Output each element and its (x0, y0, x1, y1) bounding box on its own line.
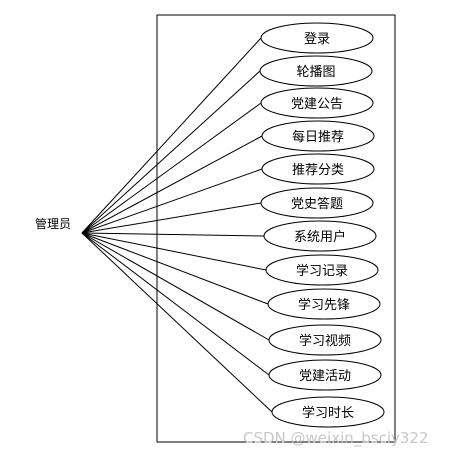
use-case-ellipse (263, 220, 377, 252)
association-line (81, 232, 269, 305)
association-line (81, 202, 262, 234)
association-line (81, 232, 265, 237)
use-case-label: 学习时长 (302, 405, 354, 421)
association-line (81, 135, 263, 234)
use-case-ellipse (267, 288, 381, 320)
use-case-label: 轮播图 (296, 65, 335, 80)
use-case-ellipse (265, 254, 379, 286)
use-case-label: 党建活动 (299, 369, 351, 384)
use-case-ellipse (268, 324, 382, 356)
use-case-label: 党史答题 (291, 196, 343, 212)
system-boundary (156, 14, 396, 443)
association-line (81, 232, 267, 271)
use-case-ellipse (260, 22, 374, 54)
use-case-label: 系统用户 (294, 229, 346, 245)
association-line (81, 232, 273, 413)
use-case-label: 每日推荐 (292, 129, 344, 145)
association-line (81, 37, 262, 234)
association-line (81, 168, 263, 234)
association-line (81, 102, 262, 234)
use-case-label: 学习先锋 (298, 297, 350, 313)
use-case-label: 登录 (304, 32, 330, 47)
use-case-ellipse (268, 359, 382, 391)
use-case-ellipse (261, 153, 375, 185)
actor-label: 管理员 (35, 216, 71, 231)
association-line (81, 70, 261, 234)
use-case-ellipse (260, 87, 374, 119)
use-case-label: 学习记录 (296, 263, 348, 279)
use-case-label: 推荐分类 (292, 163, 344, 178)
use-case-group: 登录轮播图党建公告每日推荐推荐分类党史答题系统用户学习记录学习先锋学习视频党建活… (259, 22, 385, 428)
use-case-label: 学习视频 (299, 333, 351, 349)
association-lines (81, 37, 273, 413)
use-case-ellipse (259, 55, 373, 87)
association-line (81, 232, 270, 341)
use-case-ellipse (261, 120, 375, 152)
watermark: CSDN @weixin_bsciy322 (243, 429, 429, 448)
use-case-label: 党建公告 (291, 97, 343, 112)
use-case-ellipse (260, 187, 374, 219)
association-line (81, 232, 270, 376)
use-case-ellipse (271, 396, 385, 428)
